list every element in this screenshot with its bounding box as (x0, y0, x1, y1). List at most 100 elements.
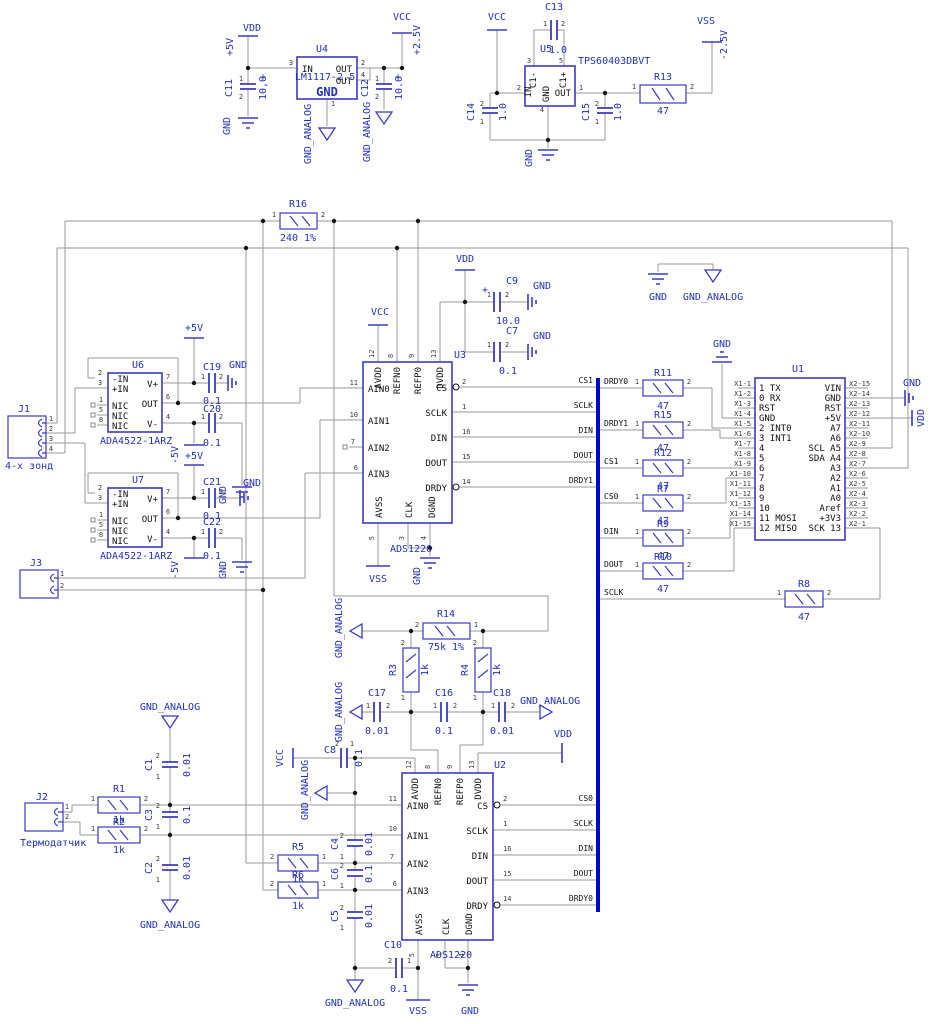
wires-opamps (87, 338, 363, 560)
r1-pn1: 1 (91, 795, 95, 803)
u4-pin-in: IN (302, 65, 313, 75)
wires-layer (46, 29, 912, 1000)
c15-val: 1.0 (613, 103, 624, 121)
c19-val: 0.1 (203, 396, 221, 407)
u1-x2-6: X2-6 (849, 470, 866, 478)
c2-ref: C2 (144, 862, 155, 874)
gnda-triangle-c8 (313, 784, 328, 802)
u1-x2-11: X2-11 (849, 420, 870, 428)
ic-u6-opamp (107, 372, 163, 433)
u1-l12: 9 (759, 494, 764, 504)
u4-pn4: 4 (361, 71, 365, 79)
gnd5-label: GND (243, 478, 261, 489)
r10-ref: R10 (654, 552, 672, 563)
gnda4-label: GND_ANALOG (300, 760, 311, 820)
u4-pn3: 3 (289, 59, 293, 67)
r9-pn1: 1 (635, 528, 639, 536)
u3-pn1: 1 (462, 403, 466, 411)
c19-pn1: 1 (201, 373, 205, 381)
c9-val: 10.0 (496, 316, 520, 327)
u2-pin-ain1: AIN1 (407, 832, 429, 842)
c3-val: 0.1 (182, 806, 193, 824)
c20-pn1: 1 (201, 413, 205, 421)
c7-pn2: 2 (505, 341, 509, 349)
net-u2-din: DIN (579, 844, 594, 853)
u1-l3: RST (759, 404, 776, 414)
vdd4-label: VDD (554, 729, 572, 740)
u2-pin-dvdd: DVDD (474, 778, 484, 800)
u3-pin-drdy: DRDY (425, 484, 447, 494)
u6-pin-vp: V+ (147, 380, 158, 390)
r4-val: 1k (492, 664, 503, 676)
c16-val: 0.1 (435, 726, 453, 737)
r2-val: 1k (113, 845, 125, 856)
r14-pn2: 2 (415, 621, 419, 629)
c17-ref: C17 (368, 688, 386, 699)
u1-r13: Aref (819, 504, 841, 514)
u1-l11: 8 (759, 484, 764, 494)
u2-pin-drdy: DRDY (466, 902, 488, 912)
u1-l14: 11 MOSI (759, 514, 797, 524)
connector-j3 (19, 569, 59, 599)
ic-u7-opamp (107, 487, 163, 548)
r16-ref: R16 (289, 199, 307, 210)
r4-ref: R4 (460, 664, 471, 676)
u3-pn15: 15 (462, 453, 470, 461)
c7-ref: C7 (506, 326, 518, 337)
u1-x1-7: X1-7 (734, 440, 751, 448)
u2-pn8: 8 (424, 765, 432, 769)
r7-pn1: 1 (635, 493, 639, 501)
j1-ref: J1 (18, 404, 30, 415)
u2-pn13: 13 (468, 761, 476, 769)
nc-square-u6-8 (90, 422, 96, 428)
c5-ref: C5 (330, 910, 341, 922)
u4-pn2: 2 (361, 59, 365, 67)
u3-pin-sclk: SCLK (425, 409, 447, 419)
u1-r4: +5V (825, 414, 842, 424)
c22-pn2: 2 (219, 528, 223, 536)
c11-ref: C11 (224, 79, 235, 97)
u7-pin-nic8: NIC (112, 537, 128, 547)
u1-l2: 0 RX (759, 394, 781, 404)
ic-u1-header-module (754, 377, 846, 541)
connector-pin-arcs (37, 418, 63, 827)
u3-pn3: 3 (398, 536, 406, 540)
r2-ref: R2 (113, 817, 125, 828)
gnd-earth-symbols (227, 117, 914, 996)
u2-pin-sclk: SCLK (466, 827, 488, 837)
r12-val: 47 (657, 481, 669, 492)
r5-pn1: 1 (322, 853, 326, 861)
net-r9: DIN (604, 527, 619, 536)
u5-part: TPS60403DBVT (578, 56, 650, 67)
r10-pn1: 1 (635, 561, 639, 569)
u5-pn1: 1 (579, 84, 583, 92)
nc-square-u6-5 (90, 412, 96, 418)
j1-pn4: 4 (49, 445, 53, 453)
c8-pn2: 2 (335, 740, 339, 748)
gnd3-label: GND (229, 360, 247, 371)
c19-ref: C19 (203, 362, 221, 373)
c8-ref: C8 (324, 745, 336, 756)
u1-x2-2: X2-2 (849, 510, 866, 518)
c5-val: 0.01 (364, 904, 375, 928)
r10-pn2: 2 (687, 561, 691, 569)
u7-pn8: 8 (99, 531, 103, 539)
nc-square-u6-1 (90, 402, 96, 408)
u1-x2-4: X2-4 (849, 490, 866, 498)
u1-x1-8: X1-8 (734, 450, 751, 458)
u2-pin-refn0: REFN0 (434, 778, 444, 805)
u7-pn6: 6 (166, 508, 170, 516)
r13-ref: R13 (654, 72, 672, 83)
u6-pin-nic1: NIC (112, 402, 128, 412)
u1-r5: A7 (830, 424, 841, 434)
gnd1-label: GND (222, 117, 233, 135)
p5v3-label: +5V (185, 451, 203, 462)
vss1-label: VSS (697, 16, 715, 27)
resistor-r16 (279, 212, 318, 230)
u2-pn11: 11 (389, 795, 397, 803)
c13-val: 1.0 (549, 45, 567, 56)
u6-pin-minus: -IN (112, 375, 128, 385)
u1-x2-7: X2-7 (849, 460, 866, 468)
gnd4-label: GND (218, 486, 229, 504)
c18-pn2: 2 (511, 702, 515, 710)
